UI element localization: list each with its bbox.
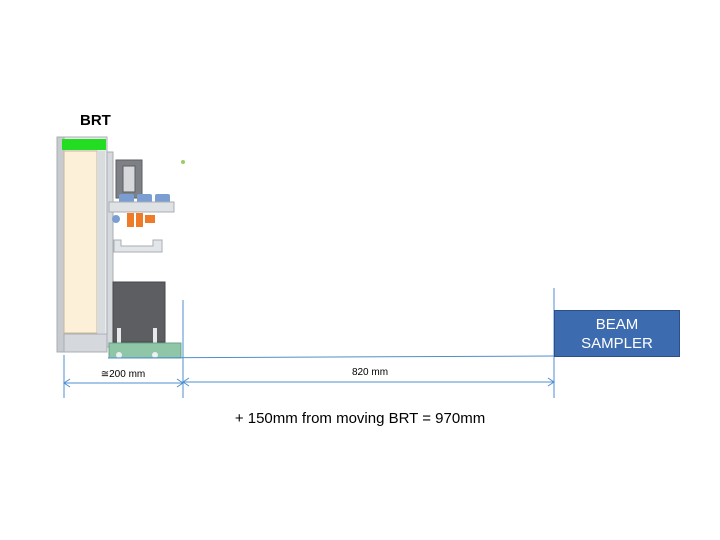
dimension-arrow-left	[63, 378, 184, 388]
blue-part	[155, 194, 170, 203]
blue-part	[119, 194, 134, 203]
brt-panel	[63, 150, 98, 334]
brt-frame-left-rail	[56, 136, 65, 353]
dimension-label-left: ≅200 mm	[100, 369, 146, 380]
brt-label: BRT	[80, 112, 111, 129]
base-foot	[116, 352, 122, 358]
brt-green-cap	[62, 139, 106, 150]
lower-bracket	[113, 239, 163, 253]
blue-part	[137, 194, 152, 203]
dimension-label-right: 820 mm	[351, 367, 389, 378]
orange-connector	[145, 215, 155, 223]
blue-knob	[112, 215, 120, 223]
dark-block-leg	[153, 328, 157, 346]
beam-sampler-line2: SAMPLER	[581, 334, 653, 352]
small-green-dot	[181, 160, 185, 164]
summary-text: + 150mm from moving BRT = 970mm	[234, 410, 486, 427]
dimension-arrow-right	[182, 377, 555, 387]
brt-lower-foot	[63, 333, 108, 353]
base-foot	[152, 352, 158, 358]
beam-sampler-box: BEAM SAMPLER	[554, 310, 680, 357]
beam-line	[107, 355, 555, 359]
top-bracket-inner	[122, 165, 136, 193]
brt-panel-edge	[97, 151, 105, 333]
support-rail	[106, 151, 114, 348]
orange-connector	[127, 213, 134, 227]
shelf	[108, 201, 175, 213]
orange-connector	[136, 213, 143, 227]
dark-block-leg	[117, 328, 121, 346]
beam-sampler-line1: BEAM	[595, 315, 639, 333]
